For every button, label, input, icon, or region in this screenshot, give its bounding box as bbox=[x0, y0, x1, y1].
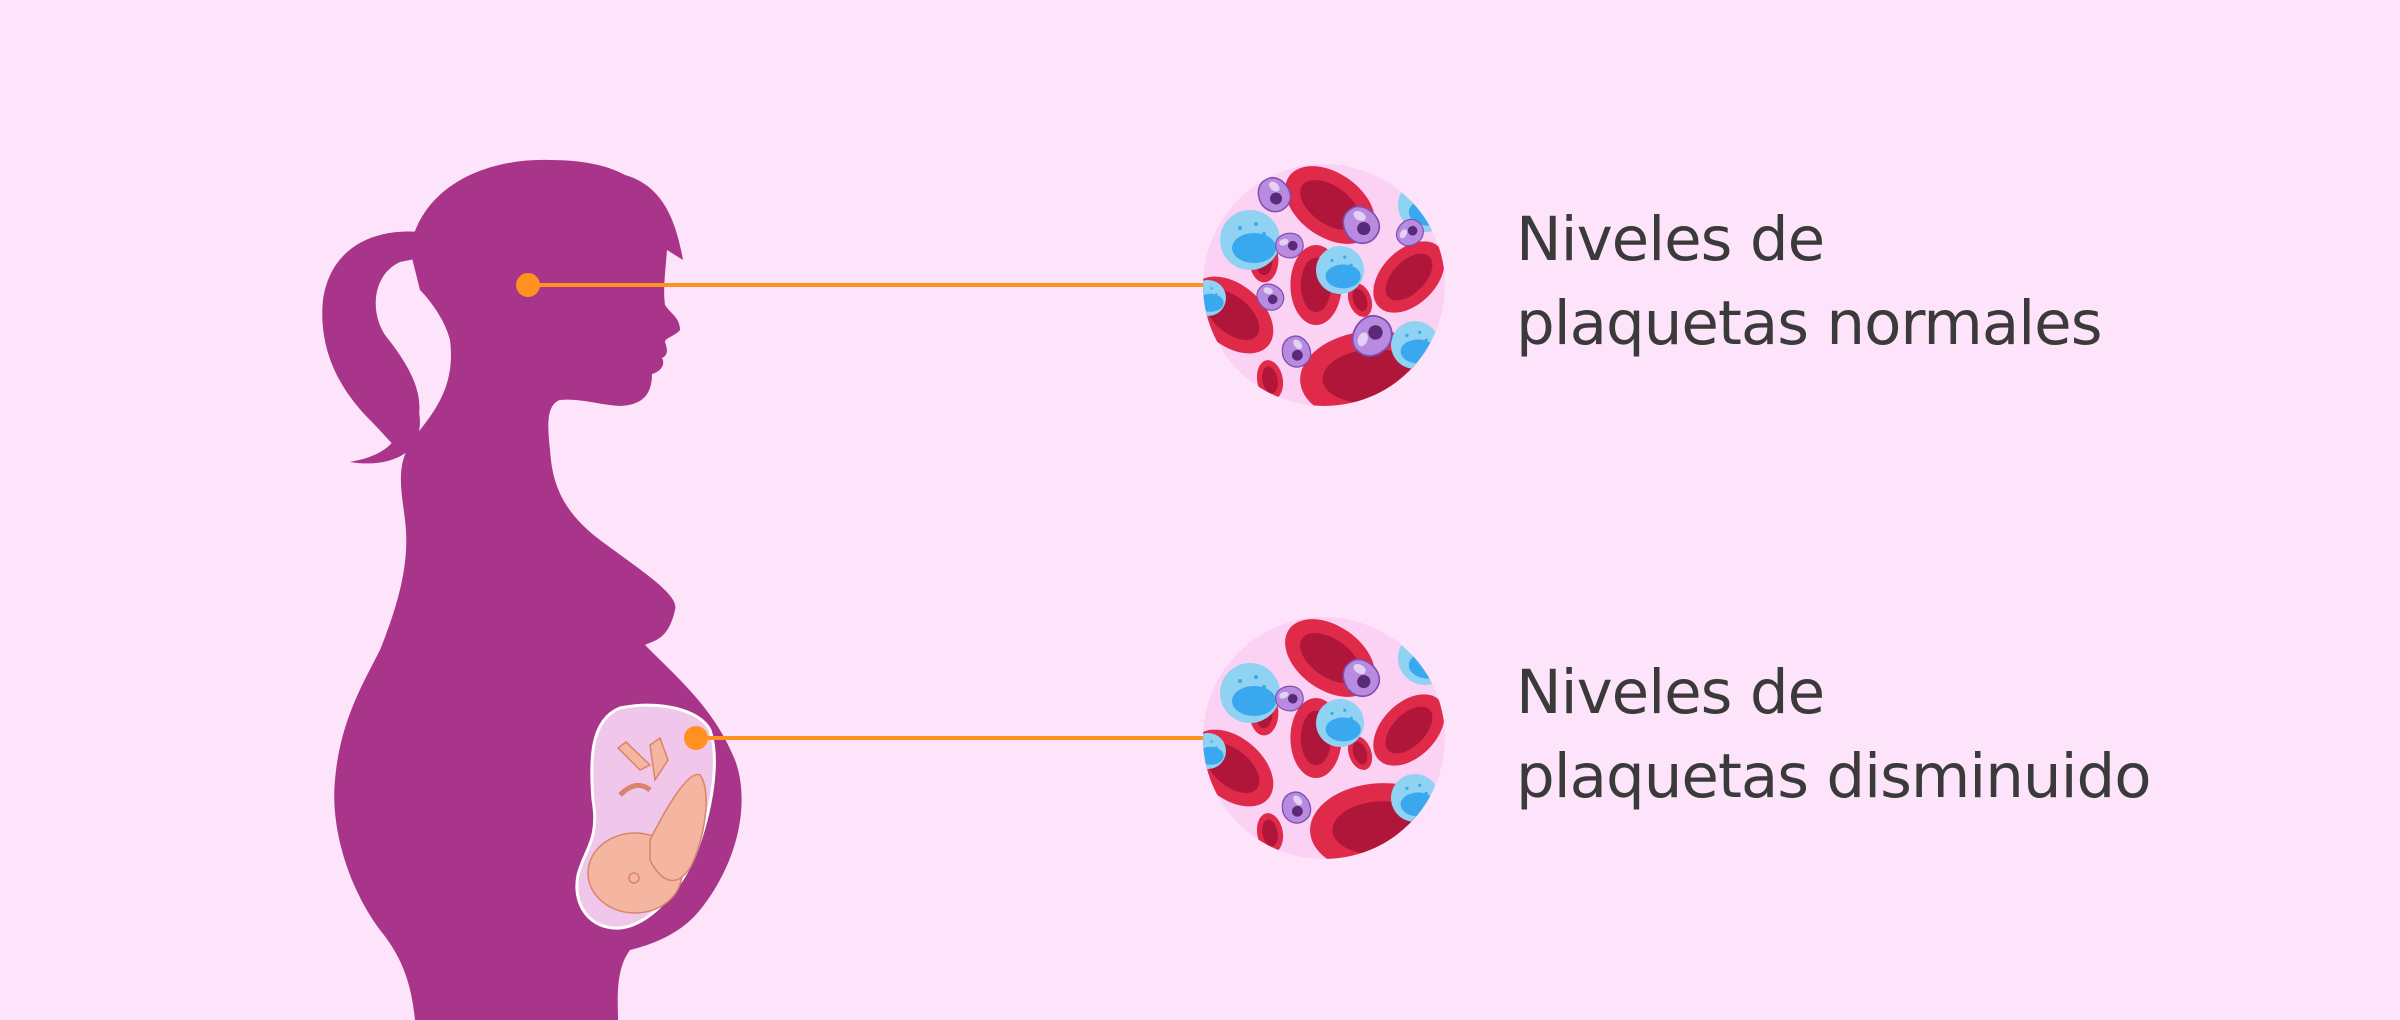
ponytail bbox=[322, 231, 420, 462]
callout-line-1: Niveles de bbox=[1516, 204, 1825, 275]
blood-sample-reduced-platelets bbox=[1203, 617, 1445, 859]
callout-label-normal: Niveles de plaquetas normales bbox=[1516, 198, 2102, 366]
connector-mother bbox=[516, 273, 1206, 297]
blood-sample-normal-platelets bbox=[1203, 164, 1445, 406]
callout-label-reduced: Niveles de plaquetas disminuido bbox=[1516, 651, 2152, 819]
fetus-in-womb bbox=[575, 703, 716, 930]
connector-fetus bbox=[684, 726, 1206, 750]
callout-line-1: Niveles de bbox=[1516, 657, 1825, 728]
callout-line-2: plaquetas normales bbox=[1516, 288, 2102, 359]
callout-line-2: plaquetas disminuido bbox=[1516, 741, 2152, 812]
